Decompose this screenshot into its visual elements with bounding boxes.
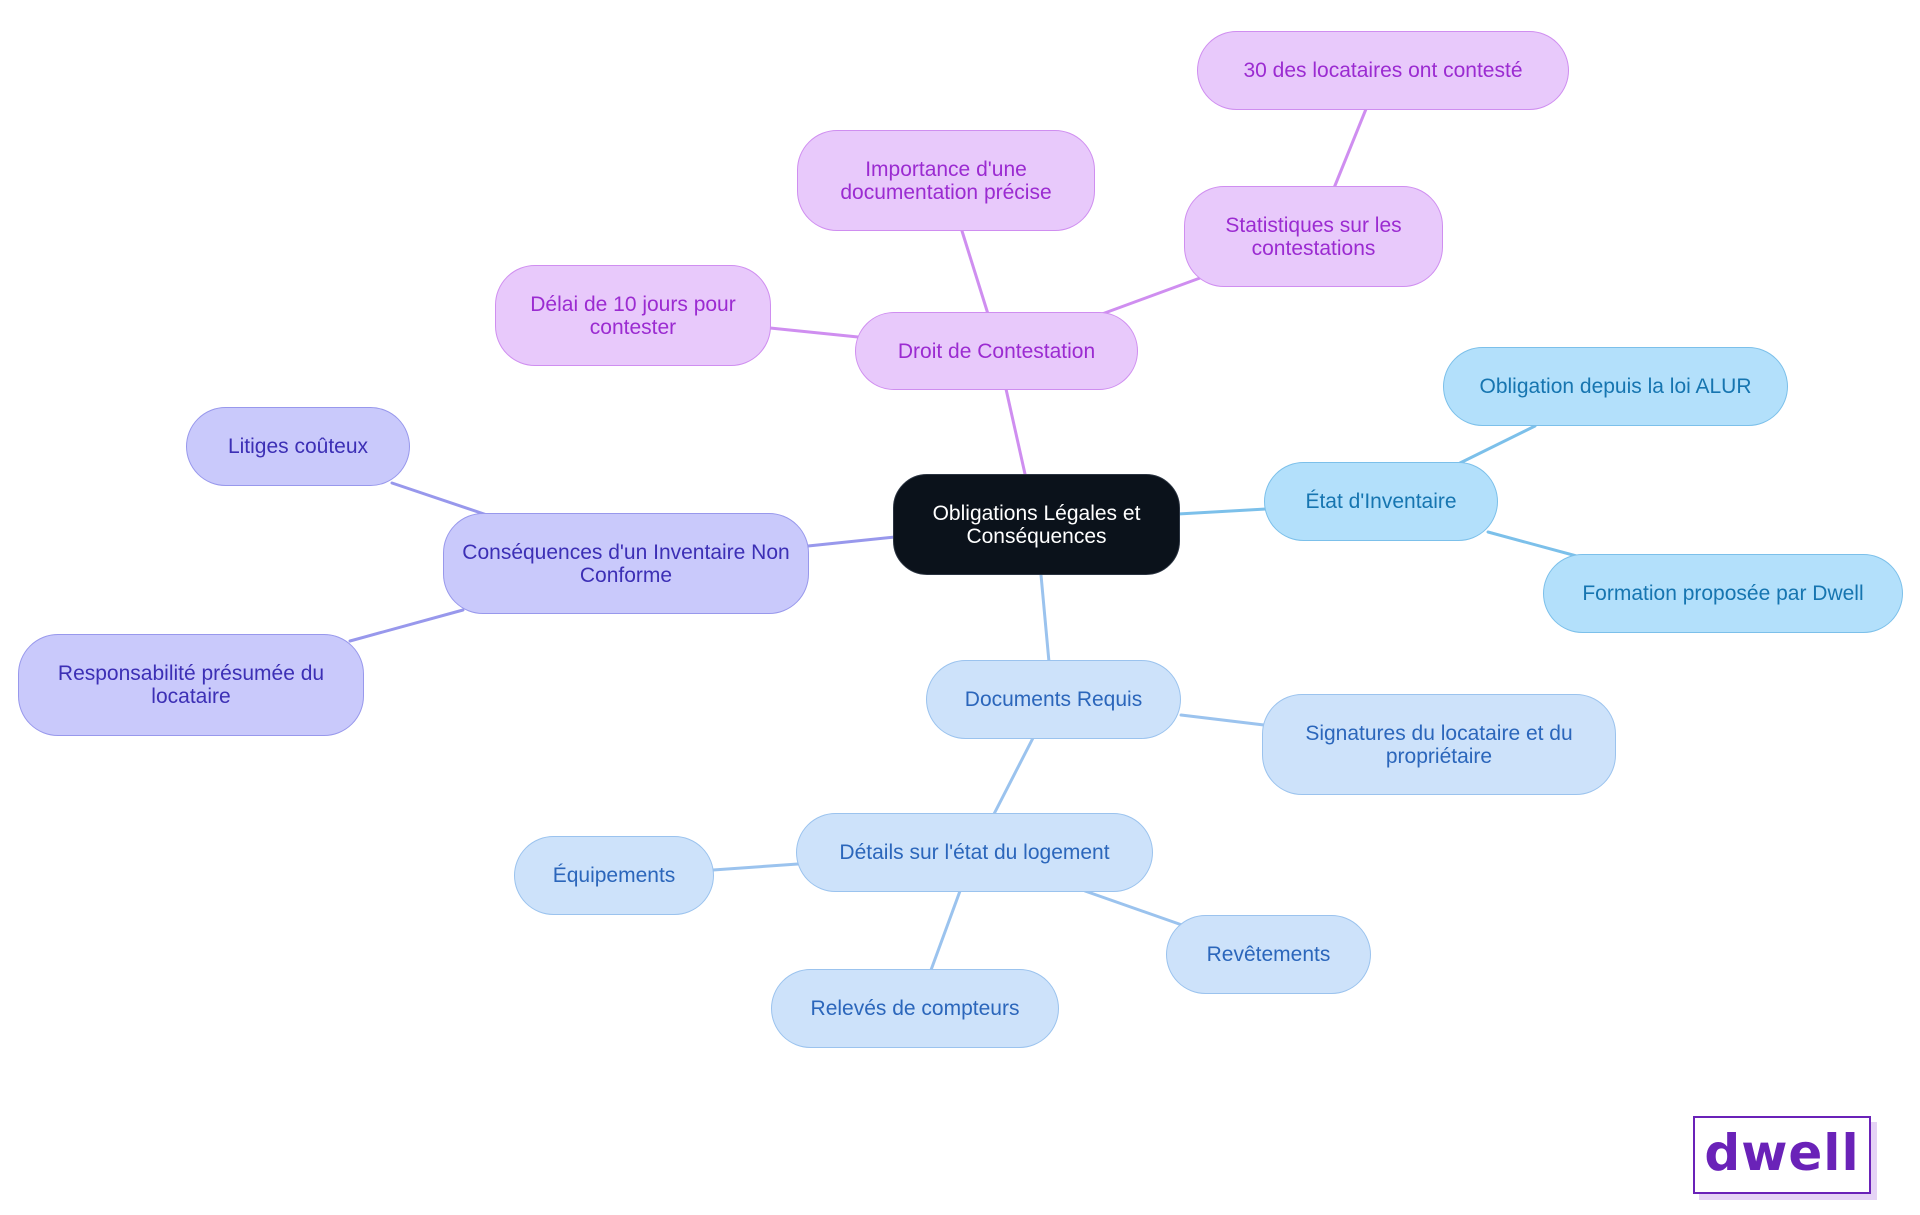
edge-consequences-litiges [390,481,492,518]
node-30-locataires-label: 30 des locataires ont contesté [1243,59,1523,82]
node-formation-dwell-label: Formation proposée par Dwell [1582,582,1864,605]
edge-statistiques-pourcent [1332,107,1368,190]
node-litiges-couteux[interactable]: Litiges coûteux [186,407,410,486]
node-details-logement[interactable]: Détails sur l'état du logement [796,813,1153,892]
edge-droit-importance [960,229,990,316]
edge-droit-delai [768,326,860,339]
node-importance-documentation-label: Importance d'une documentation précise [840,157,1052,204]
edge-droit-statistiques [1100,276,1202,316]
node-delai-10-jours-label: Délai de 10 jours pour contester [530,292,736,339]
dwell-logo: dwell [1693,1116,1871,1194]
node-revetements[interactable]: Revêtements [1166,915,1371,994]
edge-root-droit [1004,387,1027,476]
node-documents-requis-label: Documents Requis [964,688,1143,711]
node-equipements[interactable]: Équipements [514,836,714,915]
edge-documents-signatures [1179,713,1266,727]
node-obligation-alur-label: Obligation depuis la loi ALUR [1479,375,1752,398]
node-droit-de-contestation[interactable]: Droit de Contestation [855,312,1138,390]
node-litiges-couteux-label: Litiges coûteux [227,435,369,458]
node-signatures[interactable]: Signatures du locataire et du propriétai… [1262,694,1616,795]
dwell-logo-text: dwell [1704,1124,1860,1182]
node-statistiques-contestations[interactable]: Statistiques sur les contestations [1184,186,1443,287]
node-equipements-label: Équipements [552,864,676,887]
edge-root-consequences [806,535,897,548]
node-30-locataires[interactable]: 30 des locataires ont contesté [1197,31,1569,110]
node-responsabilite-locataire-label: Responsabilité présumée du locataire [57,662,325,708]
node-revetements-label: Revêtements [1206,943,1331,966]
edge-etat-formation [1486,530,1586,560]
node-obligation-alur[interactable]: Obligation depuis la loi ALUR [1443,347,1788,426]
edge-root-etat [1176,507,1268,516]
node-etat-inventaire[interactable]: État d'Inventaire [1264,462,1498,541]
edge-etat-alur [1458,424,1537,465]
node-details-logement-label: Détails sur l'état du logement [839,841,1110,864]
edge-root-documents [1039,573,1051,664]
node-delai-10-jours[interactable]: Délai de 10 jours pour contester [495,265,771,366]
root-node[interactable]: Obligations Légales et Conséquences [893,474,1180,575]
node-responsabilite-locataire[interactable]: Responsabilité présumée du locataire [18,634,364,736]
node-releves-compteurs-label: Relevés de compteurs [810,997,1020,1020]
node-formation-dwell[interactable]: Formation proposée par Dwell [1543,554,1903,633]
node-documents-requis[interactable]: Documents Requis [926,660,1181,739]
edge-consequences-responsabilite [348,608,465,643]
node-releves-compteurs[interactable]: Relevés de compteurs [771,969,1059,1048]
node-etat-inventaire-label: État d'Inventaire [1305,490,1457,513]
node-droit-de-contestation-label: Droit de Contestation [897,339,1096,363]
node-importance-documentation[interactable]: Importance d'une documentation précise [797,130,1095,231]
node-consequences-inventaire[interactable]: Conséquences d'un Inventaire Non Conform… [443,513,809,614]
edge-details-releves [929,889,962,972]
node-signatures-label: Signatures du locataire et du propriétai… [1305,721,1573,768]
node-statistiques-contestations-label: Statistiques sur les contestations [1225,213,1402,260]
edge-documents-details [992,736,1035,816]
node-consequences-inventaire-label: Conséquences d'un Inventaire Non Conform… [462,540,790,587]
edge-details-revetements [1083,889,1184,927]
root-node-label: Obligations Légales et Conséquences [932,501,1141,548]
edge-details-equipements [711,862,800,872]
